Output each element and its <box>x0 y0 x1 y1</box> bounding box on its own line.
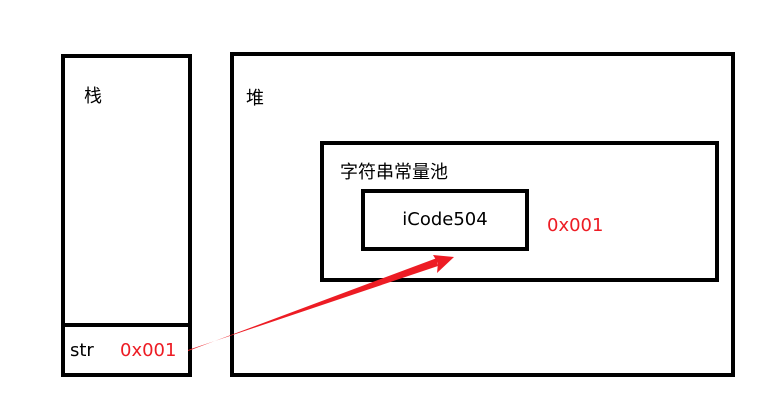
string-object-address: 0x001 <box>547 215 604 236</box>
string-object-value: iCode504 <box>402 209 488 230</box>
heap-title: 堆 <box>246 88 264 109</box>
stack-title: 栈 <box>84 86 102 107</box>
stack-box <box>61 54 192 377</box>
arrow-head-icon <box>433 255 454 273</box>
arrow-shaft <box>188 258 438 351</box>
string-pool-title: 字符串常量池 <box>340 162 448 183</box>
stack-var-value: 0x001 <box>120 340 177 361</box>
string-object-box <box>361 189 529 251</box>
string-pool-box <box>320 141 719 282</box>
heap-box <box>230 52 735 377</box>
stack-var-name: str <box>70 340 94 361</box>
stack-divider <box>61 323 192 327</box>
